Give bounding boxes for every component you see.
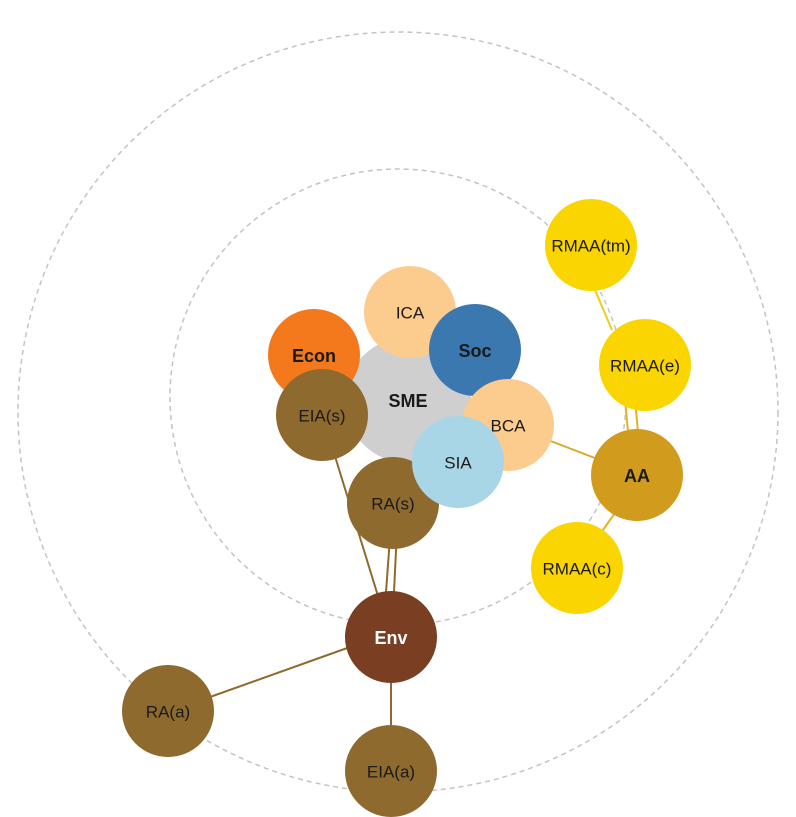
- node-ra-a-label: RA(a): [146, 703, 190, 722]
- node-rmaa-e[interactable]: RMAA(e): [599, 319, 691, 411]
- edge-rmaa-tm-rmaa-e: [594, 289, 613, 331]
- node-rmaa-c-label: RMAA(c): [543, 560, 612, 579]
- node-aa-label: AA: [624, 466, 650, 486]
- edge-bca-aa: [547, 439, 601, 461]
- node-eia-s-circle: [276, 369, 368, 461]
- node-rmaa-tm-label: RMAA(tm): [551, 237, 630, 256]
- node-ra-a-circle: [122, 665, 214, 757]
- node-eia-a[interactable]: EIA(a): [345, 725, 437, 817]
- node-ra-a[interactable]: RA(a): [122, 665, 214, 757]
- node-econ-label: Econ: [292, 346, 336, 366]
- node-aa-circle: [591, 429, 683, 521]
- node-rmaa-c[interactable]: RMAA(c): [531, 522, 623, 614]
- node-eia-s-label: EIA(s): [298, 407, 345, 426]
- node-soc-label: Soc: [458, 341, 491, 361]
- node-eia-a-circle: [345, 725, 437, 817]
- node-rmaa-e-label: RMAA(e): [610, 357, 680, 376]
- node-rmaa-tm-circle: [545, 199, 637, 291]
- node-sme-label: SME: [388, 391, 427, 411]
- node-eia-a-label: EIA(a): [367, 763, 415, 782]
- node-sia[interactable]: SIA: [412, 416, 504, 508]
- node-bca-label: BCA: [491, 417, 527, 436]
- node-ra-s-label: RA(s): [371, 495, 414, 514]
- node-aa[interactable]: AA: [591, 429, 683, 521]
- node-soc-circle: [429, 304, 521, 396]
- node-env[interactable]: Env: [345, 591, 437, 683]
- node-env-label: Env: [374, 628, 407, 648]
- node-sia-circle: [412, 416, 504, 508]
- node-env-circle: [345, 591, 437, 683]
- node-rmaa-tm[interactable]: RMAA(tm): [545, 199, 637, 291]
- node-soc[interactable]: Soc: [429, 304, 521, 396]
- node-rmaa-e-circle: [599, 319, 691, 411]
- node-eia-s[interactable]: EIA(s): [276, 369, 368, 461]
- node-ica-label: ICA: [396, 304, 425, 323]
- node-rmaa-c-circle: [531, 522, 623, 614]
- edge-env-ra-a: [209, 646, 351, 698]
- node-sia-label: SIA: [444, 454, 472, 473]
